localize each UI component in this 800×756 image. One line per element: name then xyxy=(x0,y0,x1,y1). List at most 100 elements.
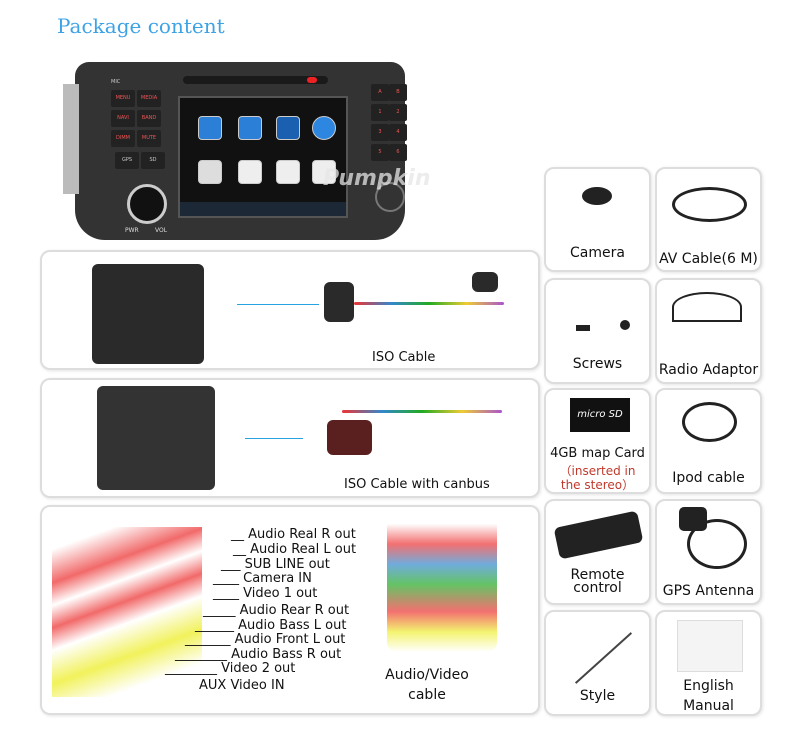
radio-adaptor-image xyxy=(672,292,742,322)
stylus-image xyxy=(574,632,633,684)
output-text: Audio Bass L out xyxy=(238,618,347,633)
output-text: Audio Front L out xyxy=(234,632,346,647)
item-remote: Remote control xyxy=(544,499,651,605)
av-output-label: __ Audio Real L out xyxy=(233,542,357,557)
av-output-label: AUX Video IN xyxy=(199,678,285,693)
mic-label: MIC xyxy=(111,79,121,85)
item-label: Screws xyxy=(572,356,623,372)
iso-plug-image xyxy=(324,282,354,322)
screw-image xyxy=(620,320,630,330)
av-cable-label: Audio/Video cable xyxy=(382,665,472,705)
audio-app-icon xyxy=(238,116,262,140)
item-label: Remote control xyxy=(546,567,649,595)
item-screws: Screws xyxy=(544,278,651,384)
label-line: cable xyxy=(408,687,446,703)
navi-button[interactable]: NAVI xyxy=(111,110,135,127)
rca-plug-image xyxy=(472,272,498,292)
item-label: 4GB map Card xyxy=(550,446,645,461)
av-output-label: _______ Audio Front L out xyxy=(185,632,346,647)
av-outputs-list: __ Audio Real R out __ Audio Real L out … xyxy=(165,527,377,707)
eject-led xyxy=(307,77,317,83)
media-button[interactable]: MEDIA xyxy=(137,90,161,107)
item-label: Style xyxy=(579,688,616,704)
page-title: Package content xyxy=(57,14,225,38)
band-button[interactable]: BAND xyxy=(137,110,161,127)
label-line: Manual xyxy=(683,698,734,714)
output-text: Video 2 out xyxy=(221,661,296,676)
av-cable-panel: __ Audio Real R out __ Audio Real L out … xyxy=(40,505,540,715)
gps-cable-image xyxy=(687,519,747,569)
label-line: English xyxy=(683,678,734,694)
gps-button[interactable]: GPS xyxy=(115,152,139,169)
rca-connectors-image xyxy=(52,527,202,697)
item-label: Camera xyxy=(570,245,625,261)
preset-2-button[interactable]: 2 xyxy=(389,104,407,121)
preset-b-button[interactable]: B xyxy=(389,84,407,101)
web-app-icon xyxy=(312,116,336,140)
watermark-logo: Pumpkin xyxy=(323,166,431,191)
label-line: Audio/Video xyxy=(385,667,469,683)
item-label: English Manual xyxy=(657,676,760,716)
screw-image xyxy=(576,325,590,331)
radio-app-icon xyxy=(198,116,222,140)
av-output-label: _____ Audio Rear R out xyxy=(203,603,350,618)
wires-image xyxy=(354,302,504,305)
camera-image xyxy=(582,187,612,205)
item-label: Radio Adaptor xyxy=(658,362,759,378)
volume-knob[interactable] xyxy=(127,184,167,224)
output-text: Video 1 out xyxy=(243,586,318,601)
av-output-label: ___ SUB LINE out xyxy=(221,557,330,572)
label-line: Remote xyxy=(570,567,625,583)
sd-button[interactable]: SD xyxy=(141,152,165,169)
iso-canbus-label: ISO Cable with canbus xyxy=(344,477,490,492)
output-text: SUB LINE out xyxy=(244,557,330,572)
av-output-label: ____ Video 1 out xyxy=(213,586,318,601)
nav-app-icon xyxy=(198,160,222,184)
dimm-button[interactable]: DIMM xyxy=(111,130,135,147)
connector-line xyxy=(237,304,319,305)
manual-image xyxy=(677,620,743,672)
screen-bottom-bar xyxy=(180,202,346,216)
av-output-label: ________ Video 2 out xyxy=(165,661,296,676)
canbus-box-image xyxy=(327,420,372,455)
preset-3-button[interactable]: 3 xyxy=(371,124,389,141)
preset-4-button[interactable]: 4 xyxy=(389,124,407,141)
settings-app-icon xyxy=(276,116,300,140)
item-gps-antenna: GPS Antenna xyxy=(655,499,762,605)
iso-canbus-panel: ISO Cable with canbus xyxy=(40,378,540,498)
iso-cable-label: ISO Cable xyxy=(372,350,436,365)
iso-connector-image xyxy=(92,264,204,364)
remote-image xyxy=(553,510,644,560)
wires-image xyxy=(342,410,502,413)
output-text: Camera IN xyxy=(243,571,312,586)
item-ipod-cable: Ipod cable xyxy=(655,388,762,494)
vol-label: VOL xyxy=(155,227,168,234)
preset-6-button[interactable]: 6 xyxy=(389,144,407,161)
micro-sd-card: micro SD xyxy=(570,398,630,432)
ipod-cable-image xyxy=(682,402,737,442)
mute-button[interactable]: MUTE xyxy=(137,130,161,147)
preset-a-button[interactable]: A xyxy=(371,84,389,101)
av-output-label: ______ Audio Bass L out xyxy=(195,618,347,633)
bluetooth-app-icon xyxy=(238,160,262,184)
item-label: Ipod cable xyxy=(672,470,745,486)
nav-dial[interactable] xyxy=(375,182,405,212)
item-label: AV Cable(6 M) xyxy=(659,251,758,267)
preset-5-button[interactable]: 5 xyxy=(371,144,389,161)
av-harness-image xyxy=(387,517,497,652)
preset-1-button[interactable]: 1 xyxy=(371,104,389,121)
head-unit-screen xyxy=(178,96,348,218)
output-text: Audio Bass R out xyxy=(231,647,342,662)
unit-side-bracket xyxy=(63,84,79,194)
av-output-label: ____ Camera IN xyxy=(213,571,312,586)
pwr-label: PWR xyxy=(125,227,139,234)
item-map-card: micro SD 4GB map Card （inserted in the s… xyxy=(544,388,651,494)
item-stylus: Style xyxy=(544,610,651,716)
canbus-connector-image xyxy=(97,386,215,490)
output-text: Audio Real R out xyxy=(248,527,356,542)
av-cable-image xyxy=(672,187,747,222)
item-manual: English Manual xyxy=(655,610,762,716)
item-av-cable: AV Cable(6 M) xyxy=(655,167,762,272)
menu-button[interactable]: MENU xyxy=(111,90,135,107)
item-note: the stereo） xyxy=(560,478,635,492)
